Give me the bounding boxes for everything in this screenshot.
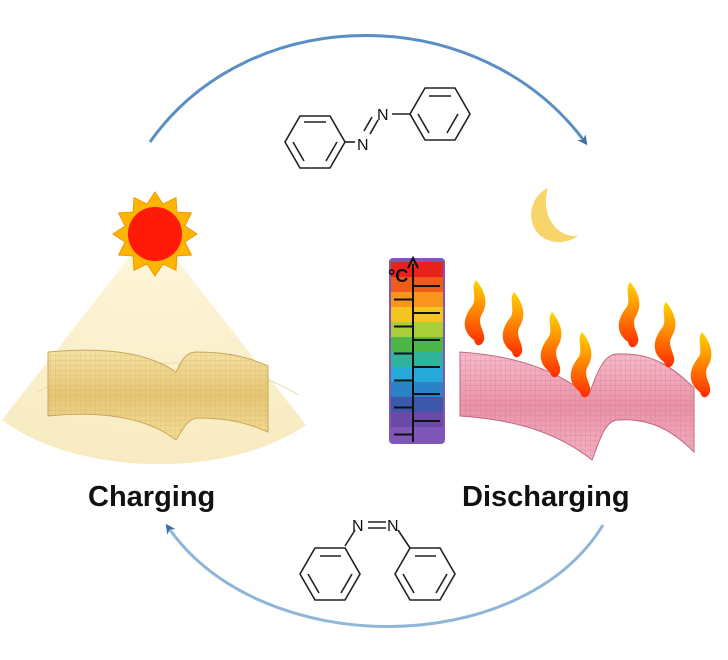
charged-film xyxy=(47,349,269,441)
trans-azobenzene-molecule xyxy=(284,87,471,169)
thermometer-band xyxy=(391,277,443,293)
flame-icon xyxy=(502,292,524,358)
thermometer-band xyxy=(391,352,443,368)
trans-azo-n1: N xyxy=(357,137,369,154)
cis-azobenzene-molecule xyxy=(299,521,456,601)
discharging-label: Discharging xyxy=(462,481,630,513)
flame-icon xyxy=(540,312,562,378)
sun-icon xyxy=(112,191,198,277)
thermometer-band xyxy=(391,367,443,383)
moon-icon xyxy=(531,188,578,243)
thermometer-band xyxy=(391,382,443,398)
thermometer-band xyxy=(391,322,443,338)
thermometer-icon xyxy=(389,255,445,444)
charging-label: Charging xyxy=(88,481,215,513)
thermometer-band xyxy=(391,427,443,443)
trans-azo-n2: N xyxy=(377,107,389,124)
thermometer-band xyxy=(391,397,443,413)
thermometer-band xyxy=(391,412,443,428)
cis-azo-n2: N xyxy=(387,518,399,535)
flame-icon xyxy=(618,282,640,348)
top-cycle-arrow xyxy=(148,34,588,146)
thermometer-band xyxy=(391,307,443,323)
flame-icon xyxy=(654,302,676,368)
thermometer-band xyxy=(391,262,443,278)
cis-azo-n1: N xyxy=(352,518,364,535)
flame-icon xyxy=(464,280,486,346)
bottom-cycle-arrow xyxy=(165,523,605,628)
celsius-label: °C xyxy=(388,266,408,286)
thermometer-band xyxy=(391,292,443,308)
